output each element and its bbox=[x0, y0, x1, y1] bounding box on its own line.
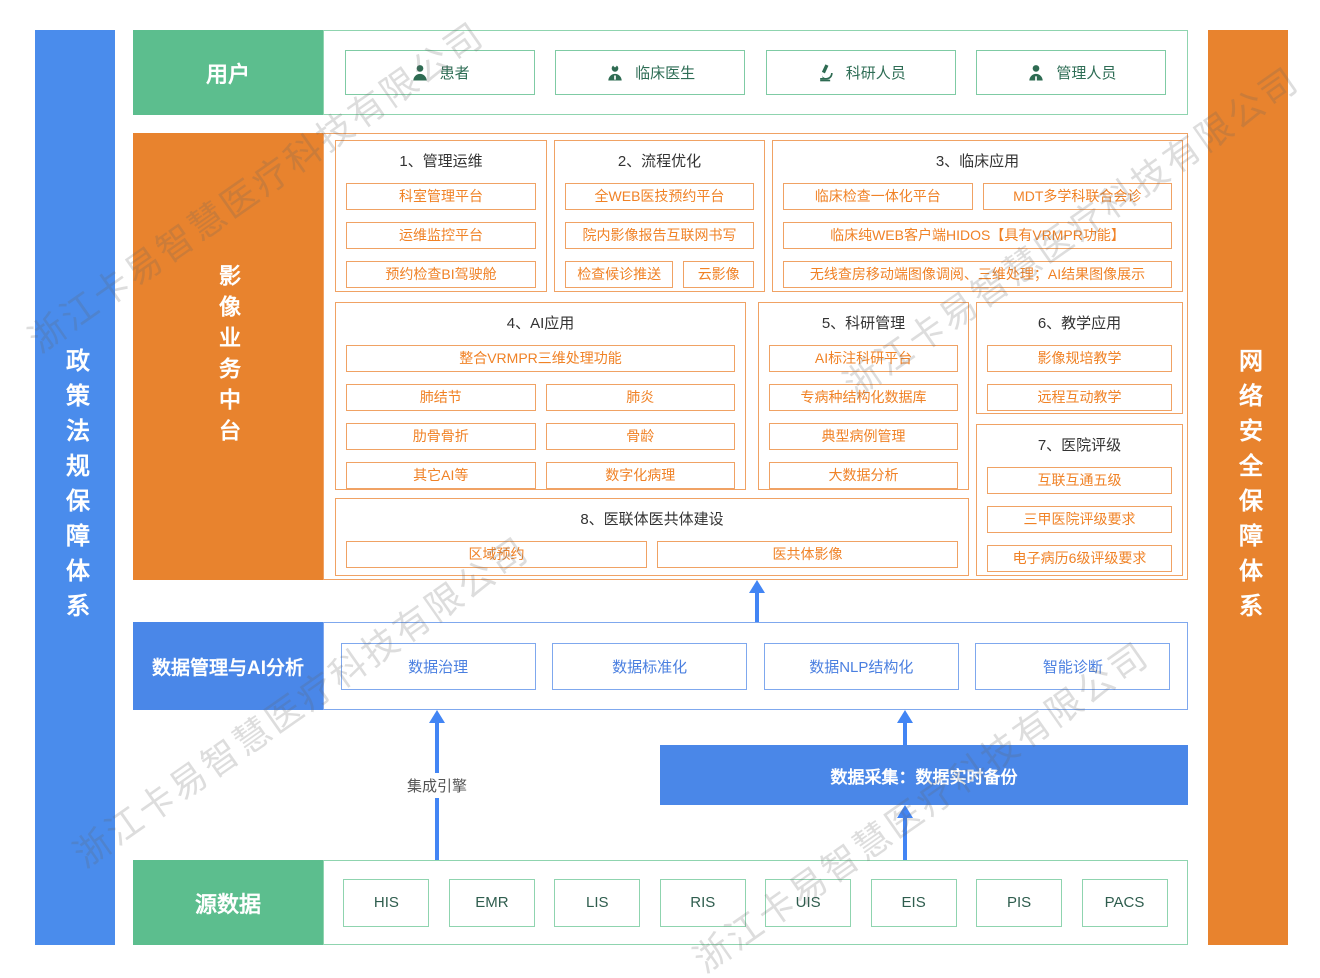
up-arrow-line bbox=[903, 722, 907, 745]
group-teaching-application: 6、教学应用 影像规培教学 远程互动教学 bbox=[976, 302, 1183, 414]
up-arrow-line bbox=[755, 592, 759, 622]
group-research-management: 5、科研管理 AI标注科研平台 专病种结构化数据库 典型病例管理 大数据分析 bbox=[758, 302, 969, 490]
module-box: 院内影像报告互联网书写 bbox=[565, 222, 754, 249]
user-patient-label: 患者 bbox=[439, 65, 470, 82]
group-medical-alliance: 8、医联体医共体建设 区域预约 医共体影像 bbox=[335, 498, 969, 576]
user-clinician: 临床医生 bbox=[555, 50, 746, 95]
admin-icon bbox=[1029, 64, 1044, 80]
source-system-box: UIS bbox=[765, 878, 852, 927]
user-patient: 患者 bbox=[344, 50, 535, 95]
user-admin: 管理人员 bbox=[976, 50, 1167, 95]
module-box: 全WEB医技预约平台 bbox=[565, 183, 754, 210]
module-box: 肺炎 bbox=[545, 384, 735, 411]
data-mgmt-title: 数据管理与AI分析 bbox=[151, 657, 304, 679]
up-arrow bbox=[897, 805, 913, 818]
module-box: AI标注科研平台 bbox=[769, 345, 958, 372]
policy-regulation-sidebar: 政策法规保障体系 bbox=[35, 30, 115, 945]
module-box: 远程互动教学 bbox=[987, 384, 1172, 411]
module-box: 肺结节 bbox=[346, 384, 536, 411]
source-system-box: HIS bbox=[343, 878, 430, 927]
mgmt-box: 数据NLP结构化 bbox=[763, 642, 959, 690]
module-box: 科室管理平台 bbox=[346, 183, 536, 210]
source-system-box: LIS bbox=[554, 878, 641, 927]
group-title: 2、流程优化 bbox=[617, 153, 702, 170]
user-researcher-label: 科研人员 bbox=[845, 65, 906, 82]
data-mgmt-row: 数据治理 数据标准化 数据NLP结构化 智能诊断 bbox=[323, 622, 1188, 710]
module-box: MDT多学科联合会诊 bbox=[982, 183, 1172, 210]
integration-engine-label: 集成引擎 bbox=[398, 773, 476, 798]
group-hospital-rating: 7、医院评级 互联互通五级 三甲医院评级要求 电子病历6级评级要求 bbox=[976, 424, 1183, 576]
up-arrow bbox=[429, 710, 445, 723]
data-collection-bar: 数据采集：数据实时备份 bbox=[660, 745, 1188, 805]
imaging-platform-label: 影像业务中台 bbox=[133, 133, 323, 580]
data-mgmt-row-label: 数据管理与AI分析 bbox=[133, 622, 323, 710]
microscope-icon bbox=[819, 63, 833, 81]
module-box: 典型病例管理 bbox=[769, 423, 958, 450]
mgmt-box: 数据治理 bbox=[340, 642, 536, 690]
group-title: 4、AI应用 bbox=[506, 315, 575, 332]
module-box: 电子病历6级评级要求 bbox=[987, 545, 1172, 572]
group-title: 8、医联体医共体建设 bbox=[580, 511, 724, 528]
source-system-box: EIS bbox=[870, 878, 957, 927]
user-researcher: 科研人员 bbox=[765, 50, 956, 95]
up-arrow bbox=[897, 710, 913, 723]
group-title: 1、管理运维 bbox=[399, 153, 483, 170]
mgmt-box: 数据标准化 bbox=[552, 642, 748, 690]
mgmt-box: 智能诊断 bbox=[975, 642, 1171, 690]
imaging-platform-panel: 1、管理运维 科室管理平台 运维监控平台 预约检查BI驾驶舱 2、流程优化 全W… bbox=[323, 133, 1188, 580]
group-clinical-application: 3、临床应用 临床检查一体化平台 MDT多学科联合会诊 临床纯WEB客户端HID… bbox=[772, 140, 1183, 292]
up-arrow bbox=[749, 580, 765, 593]
module-box: 运维监控平台 bbox=[346, 222, 536, 249]
module-box: 整合VRMPR三维处理功能 bbox=[346, 345, 735, 372]
group-title: 3、临床应用 bbox=[935, 153, 1020, 170]
user-admin-label: 管理人员 bbox=[1056, 65, 1117, 82]
network-security-label: 网络安全保障体系 bbox=[1234, 347, 1262, 628]
source-system-box: EMR bbox=[448, 878, 535, 927]
module-box: 三甲医院评级要求 bbox=[987, 506, 1172, 533]
data-collection-label: 数据采集：数据实时备份 bbox=[830, 767, 1018, 787]
source-data-title: 源数据 bbox=[194, 891, 261, 917]
up-arrow-line bbox=[903, 817, 907, 860]
doctor-icon bbox=[608, 63, 622, 80]
module-box: 区域预约 bbox=[346, 541, 647, 568]
source-system-box: PIS bbox=[976, 878, 1063, 927]
module-box: 云影像 bbox=[683, 261, 754, 288]
module-box: 临床纯WEB客户端HIDOS【具有VRMPR功能】 bbox=[783, 222, 1172, 249]
group-title: 5、科研管理 bbox=[821, 315, 906, 332]
user-clinician-label: 临床医生 bbox=[635, 65, 696, 82]
group-ai-application: 4、AI应用 整合VRMPR三维处理功能 肺结节 肺炎 肋骨骨折 骨龄 其它AI… bbox=[335, 302, 746, 490]
patient-icon bbox=[412, 64, 427, 80]
source-data-row-label: 源数据 bbox=[133, 860, 323, 945]
module-box: 其它AI等 bbox=[346, 462, 536, 489]
module-box: 骨龄 bbox=[545, 423, 735, 450]
group-title: 7、医院评级 bbox=[1037, 437, 1122, 454]
module-box: 肋骨骨折 bbox=[346, 423, 536, 450]
module-box: 无线查房移动端图像调阅、三维处理；AI结果图像展示 bbox=[783, 261, 1172, 288]
module-box: 预约检查BI驾驶舱 bbox=[346, 261, 536, 288]
source-system-box: RIS bbox=[659, 878, 746, 927]
group-title: 6、教学应用 bbox=[1037, 315, 1122, 332]
imaging-platform-title: 影像业务中台 bbox=[216, 263, 241, 450]
module-box: 医共体影像 bbox=[657, 541, 958, 568]
policy-regulation-label: 政策法规保障体系 bbox=[61, 347, 89, 628]
module-box: 数字化病理 bbox=[545, 462, 735, 489]
module-box: 专病种结构化数据库 bbox=[769, 384, 958, 411]
source-system-box: PACS bbox=[1081, 878, 1168, 927]
users-title: 用户 bbox=[205, 61, 250, 87]
module-box: 互联互通五级 bbox=[987, 467, 1172, 494]
module-box: 检查候诊推送 bbox=[565, 261, 674, 288]
users-row-label: 用户 bbox=[133, 30, 323, 115]
module-box: 大数据分析 bbox=[769, 462, 958, 489]
network-security-sidebar: 网络安全保障体系 bbox=[1208, 30, 1288, 945]
source-data-row: HIS EMR LIS RIS UIS EIS PIS PACS bbox=[323, 860, 1188, 945]
users-row: 患者 临床医生 科研人员 管理人员 bbox=[323, 30, 1188, 115]
group-management-ops: 1、管理运维 科室管理平台 运维监控平台 预约检查BI驾驶舱 bbox=[335, 140, 547, 292]
group-process-optimization: 2、流程优化 全WEB医技预约平台 院内影像报告互联网书写 检查候诊推送 云影像 bbox=[554, 140, 765, 292]
module-box: 影像规培教学 bbox=[987, 345, 1172, 372]
module-box: 临床检查一体化平台 bbox=[783, 183, 973, 210]
